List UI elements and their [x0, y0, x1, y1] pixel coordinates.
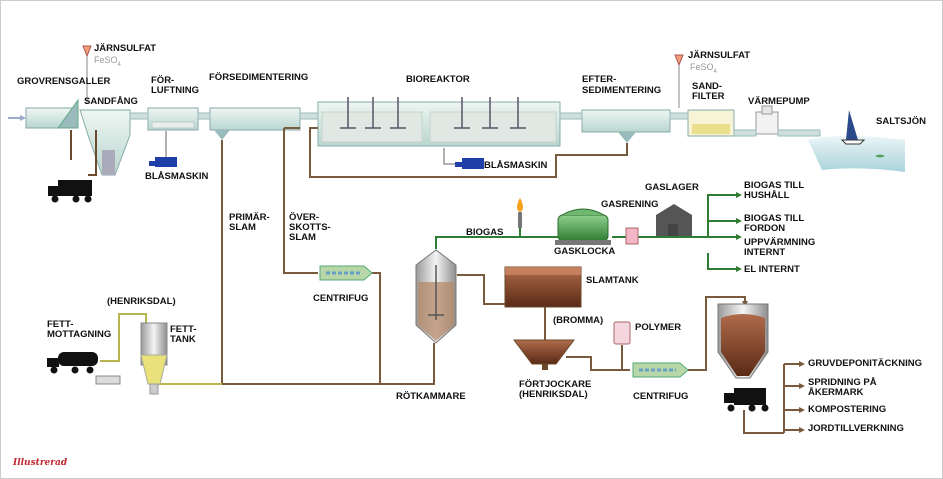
- saltsjon-sea: [808, 136, 905, 172]
- ferrous-sulphate-dosing: [82, 45, 684, 108]
- label-overskott-3: SLAM: [289, 232, 316, 243]
- gaslager-building: [656, 204, 692, 236]
- water-channels: [129, 112, 821, 137]
- sailboat-sail: [846, 110, 858, 140]
- label-henriksdal: (HENRIKSDAL): [107, 296, 176, 307]
- label-slamtank: SLAMTANK: [586, 275, 639, 286]
- label-blasmaskin-1: BLÅSMASKIN: [145, 171, 209, 182]
- fish-icon: [875, 154, 885, 158]
- label-fortjockare-1: FÖRTJOCKARE: [519, 379, 592, 390]
- label-sandfilter-2: FILTER: [692, 91, 725, 102]
- label-bromma: (BROMMA): [553, 315, 604, 326]
- fat-truck: [47, 352, 98, 374]
- flare-icon: [517, 198, 523, 228]
- label-spridning-2: ÅKERMARK: [808, 387, 864, 398]
- label-varmepump: VÄRMEPUMP: [748, 96, 810, 107]
- label-kompostering: KOMPOSTERING: [808, 404, 887, 415]
- label-centrifug-2: CENTRIFUG: [633, 391, 689, 402]
- forluftning-bubbles: [151, 121, 195, 129]
- label-biogas: BIOGAS: [466, 227, 504, 238]
- forsedimentering-basin: [209, 107, 301, 131]
- centrifuge-units: [319, 265, 689, 378]
- label-biogas-fordon-2: FORDON: [744, 223, 786, 234]
- label-fettmottagning-2: MOTTAGNING: [47, 329, 112, 340]
- illustrerad-logo: Illustrerad: [13, 458, 68, 468]
- fat-receiver: [95, 375, 121, 385]
- label-feso4-1: FeSO4: [94, 55, 121, 68]
- eftersedimentering-basin: [581, 109, 671, 133]
- label-forluftning-1: FÖR-: [151, 75, 175, 86]
- label-eftersedimentering-1: EFTER-: [582, 74, 617, 85]
- eftersedimentering-hopper: [618, 132, 636, 143]
- label-bioreaktor: BIOREAKTOR: [406, 74, 470, 85]
- label-uppvarmning-1: UPPVÄRMNING: [744, 237, 816, 248]
- label-gasrening: GASRENING: [601, 199, 659, 210]
- label-fortjockare-2: (HENRIKSDAL): [519, 389, 588, 400]
- label-gaslager: GASLAGER: [645, 182, 699, 193]
- bioreaktor-zone-1: [321, 111, 423, 143]
- gasrening-unit: [625, 227, 639, 245]
- bioreaktor-zone-2: [429, 111, 557, 143]
- label-polymer: POLYMER: [635, 322, 682, 333]
- gas-pipes: [435, 194, 736, 270]
- screen-rake: [57, 98, 79, 129]
- label-blasmaskin-2: BLÅSMASKIN: [484, 160, 548, 171]
- label-sandfilter-1: SAND-: [692, 81, 723, 92]
- label-el-internt: EL INTERNT: [744, 264, 800, 275]
- label-forluftning-2: LUFTNING: [151, 85, 200, 96]
- label-gruvdeponi: GRUVDEPONITÄCKNING: [808, 358, 923, 369]
- gas-arrowheads: [736, 192, 742, 272]
- sandfang-hopper: [102, 150, 115, 175]
- sludge-pipes: [221, 127, 799, 434]
- gasklocka-icon: [555, 208, 611, 245]
- blasmaskin-units: [149, 131, 484, 169]
- grit-truck: [48, 130, 97, 203]
- label-biogas-hushall-1: BIOGAS TILL: [744, 180, 805, 191]
- water-line: [8, 97, 905, 176]
- label-feso4-2-text: FeSO: [690, 62, 714, 72]
- label-sandfang: SANDFÅNG: [84, 96, 138, 107]
- forsedimentering-hopper: [214, 130, 230, 140]
- label-fetttank-2: TANK: [170, 334, 196, 345]
- label-overskott-2: SKOTTS-: [289, 222, 331, 233]
- label-primar-2: SLAM: [229, 222, 256, 233]
- label-saltsjon: SALTSJÖN: [876, 116, 926, 127]
- slamtank: [504, 266, 582, 308]
- label-spridning-1: SPRIDNING PÅ: [808, 377, 877, 388]
- label-jordtillverkning: JORDTILLVERKNING: [808, 423, 904, 434]
- label-biogas-hushall-2: HUSHÅLL: [744, 190, 790, 201]
- inflow-arrowhead: [20, 115, 26, 121]
- label-fetttank-1: FETT-: [170, 324, 197, 335]
- label-grovrensgaller: GROVRENSGALLER: [17, 76, 111, 87]
- fetttank: [140, 322, 168, 395]
- label-jarnsulfat-2: JÄRNSULFAT: [688, 50, 751, 61]
- label-feso4-1-text: FeSO: [94, 55, 118, 65]
- polymer-tank: [613, 321, 631, 345]
- varmepump-top: [761, 105, 773, 115]
- label-centrifug-1: CENTRIFUG: [313, 293, 369, 304]
- label-rotkammare: RÖTKAMMARE: [396, 391, 466, 402]
- varmepump-unit: [755, 111, 779, 135]
- label-biogas-fordon-1: BIOGAS TILL: [744, 213, 805, 224]
- fortjockare-tank: [513, 339, 575, 370]
- sailboat-hull: [840, 139, 866, 145]
- label-eftersedimentering-2: SEDIMENTERING: [582, 85, 662, 96]
- sludge-silo: [717, 303, 769, 379]
- rotkammare-digester: [415, 249, 457, 344]
- sandfilter-sand: [692, 124, 730, 134]
- label-uppvarmning-2: INTERNT: [744, 247, 786, 258]
- label-fettmottagning-1: FETT-: [47, 319, 74, 330]
- label-feso4-2: FeSO4: [690, 62, 717, 75]
- sludge-truck: [724, 388, 769, 412]
- label-jarnsulfat-1: JÄRNSULFAT: [94, 43, 157, 54]
- label-gasklocka: GASKLOCKA: [554, 246, 616, 257]
- label-forsedimentering: FÖRSEDIMENTERING: [209, 72, 309, 83]
- label-primar-1: PRIMÄR-: [229, 212, 270, 223]
- label-overskott-1: ÖVER-: [289, 212, 320, 223]
- bioreaktor-mixers: [340, 97, 526, 129]
